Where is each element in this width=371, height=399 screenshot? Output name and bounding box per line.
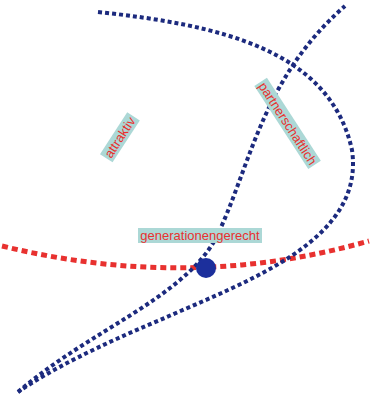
red-dashed-arc [2,241,369,268]
town-hall-icon [180,87,230,190]
blue-dotted-curve [18,6,345,392]
blue-dot [196,258,216,278]
triangle-region: attraktiv partnerschaftlich generationenge… [60,25,340,250]
value-label: partnerschaftlich [255,77,322,169]
value-label: attraktiv [100,112,140,162]
value-label: generationengerecht [138,228,261,243]
blue-dotted-curve [18,12,353,392]
